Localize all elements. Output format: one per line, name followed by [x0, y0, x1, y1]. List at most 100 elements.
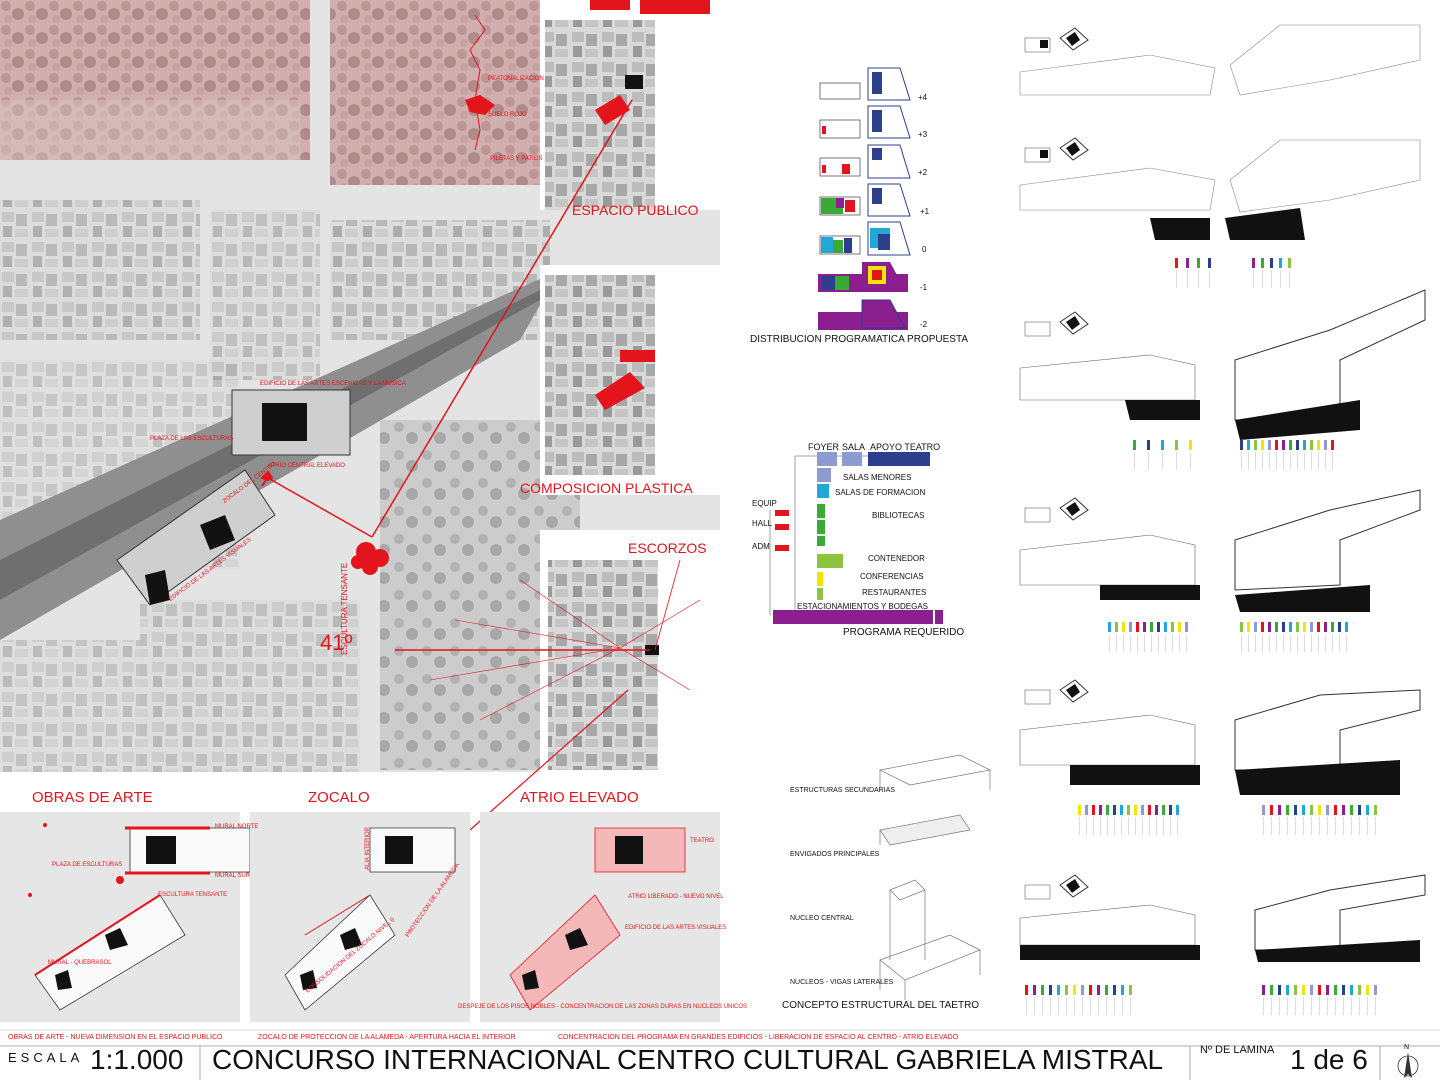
legend-tick: [1089, 985, 1092, 995]
legend-tick: [1208, 258, 1211, 268]
legend-tick: [1148, 805, 1151, 815]
legend-tick: [1092, 805, 1095, 815]
legend-tick: [1366, 805, 1369, 815]
programa-diagram: [769, 452, 943, 624]
legend-tick: [1331, 622, 1334, 632]
peatonalizacion-label: PEATONALIZACION: [488, 76, 544, 82]
composicion-plastica-label: COMPOSICION PLASTICA: [520, 480, 693, 496]
espacio-publico-label: ESPACIO PUBLICO: [572, 202, 699, 218]
legend-tick: [1129, 622, 1132, 632]
legend-tick: [1262, 805, 1265, 815]
legend-tick: [1169, 805, 1172, 815]
plaza-esculturas-panel-label: PLAZA DE ESCULTURAS: [52, 862, 123, 868]
legend-tick: [1157, 622, 1160, 632]
legend-tick: [1334, 805, 1337, 815]
legend-tick: [1342, 805, 1345, 815]
legend-tick: [1133, 440, 1136, 450]
legend-tick: [1099, 805, 1102, 815]
legend-tick: [1033, 985, 1036, 995]
angle-label: 41º: [320, 630, 353, 655]
legend-tick: [1175, 258, 1178, 268]
legend-tick: [1342, 985, 1345, 995]
mural-sur-label: MURAL SUR: [215, 873, 251, 879]
legend-tick: [1155, 805, 1158, 815]
legend-tick: [1358, 805, 1361, 815]
escultura-tensante-panel-label: ESCULTURA TENSANTE: [158, 892, 228, 898]
legend-tick: [1279, 258, 1282, 268]
legend-tick: [1129, 985, 1132, 995]
legend-tick: [1127, 805, 1130, 815]
legend-tick: [1176, 805, 1179, 815]
legend-tick: [1261, 258, 1264, 268]
legend-tick: [1288, 258, 1291, 268]
legend-tick: [1057, 985, 1060, 995]
legend-tick: [1286, 985, 1289, 995]
lamina-label: Nº DE LAMINA: [1200, 1044, 1275, 1056]
programa-title: PROGRAMA REQUERIDO: [843, 627, 965, 638]
level-label: +2: [918, 168, 928, 177]
caption-zocalo: ZOCALO DE PROTECCION DE LA ALAMEDA - APE…: [258, 1034, 516, 1041]
legend-tick: [1374, 985, 1377, 995]
escultura-tensante-label: ESCULTURA TENSANTE: [340, 562, 349, 655]
legend-tick: [1318, 805, 1321, 815]
legend-tick: [1374, 805, 1377, 815]
atrio-liberado-label: ATRIO LIBERADO - NUEVO NIVEL: [628, 894, 724, 900]
legend-tick: [1025, 985, 1028, 995]
legend-tick: [1270, 985, 1273, 995]
legend-tick: [1247, 622, 1250, 632]
legend-tick: [1289, 440, 1292, 450]
north-label: N: [1404, 1044, 1410, 1051]
legend-tick: [1294, 805, 1297, 815]
piletas-label: PILETAS Y PATIOS: [490, 156, 543, 162]
legend-tick: [1262, 985, 1265, 995]
legend-tick: [1275, 440, 1278, 450]
atrio-title: ATRIO ELEVADO: [520, 789, 639, 806]
north-arrow-icon: [1397, 1052, 1419, 1078]
legend-tick: [1121, 985, 1124, 995]
aerial-map: [0, 0, 720, 831]
legend-tick: [1252, 258, 1255, 268]
legend-tick: [1310, 622, 1313, 632]
suelo-rojo-label: SUELO ROJO: [488, 112, 527, 118]
distribucion-title: DISTRIBUCION PROGRAMATICA PROPUESTA: [750, 334, 968, 345]
scale-value: 1:1.000: [90, 1044, 184, 1075]
panel-atrio: [480, 812, 720, 1022]
legend-tick: [1134, 805, 1137, 815]
programa-row: CONTENEDOR: [868, 554, 925, 563]
level-label: -1: [920, 283, 928, 292]
legend-tick: [1171, 622, 1174, 632]
level-label: +4: [918, 93, 928, 102]
distribucion-diagram: [818, 67, 911, 330]
programa-row: SALAS MENORES: [843, 473, 912, 482]
legend-tick: [1122, 622, 1125, 632]
programa-side-adm: ADM: [752, 542, 770, 551]
programa-row: RESTAURANTES: [862, 588, 927, 597]
legend-tick: [1178, 622, 1181, 632]
legend-tick: [1310, 805, 1313, 815]
atrio-central-label: ATRIO CENTRAL ELEVADO: [268, 463, 345, 469]
programa-row: ESTACIONAMIENTOS Y BODEGAS: [797, 602, 928, 611]
programa-header-apoyo: APOYO TEATRO: [870, 442, 941, 452]
legend-tick: [1338, 622, 1341, 632]
zocalo-title: ZOCALO: [308, 789, 370, 806]
legend-tick: [1310, 440, 1313, 450]
legend-tick: [1073, 985, 1076, 995]
legend-tick: [1270, 805, 1273, 815]
legend-tick: [1270, 258, 1273, 268]
legend-tick: [1247, 440, 1250, 450]
edificio-artes-visuales-panel-label: EDIFICIO DE LAS ARTES VISUALES: [625, 925, 727, 931]
legend-tick: [1317, 622, 1320, 632]
programa-header-foyer: FOYER: [808, 442, 840, 452]
legend-tick: [1175, 440, 1178, 450]
legend-tick: [1240, 440, 1243, 450]
legend-tick: [1261, 622, 1264, 632]
teatro-label: TEATRO: [690, 838, 714, 844]
legend-tick: [1164, 622, 1167, 632]
escorzos-label: ESCORZOS: [628, 540, 707, 556]
legend-tick: [1303, 440, 1306, 450]
legend-tick: [1345, 622, 1348, 632]
alia-interior-label: ALIA INTERIOR: [365, 826, 371, 870]
legend-tick: [1278, 805, 1281, 815]
programa-side-equip: EQUIP: [752, 499, 777, 508]
